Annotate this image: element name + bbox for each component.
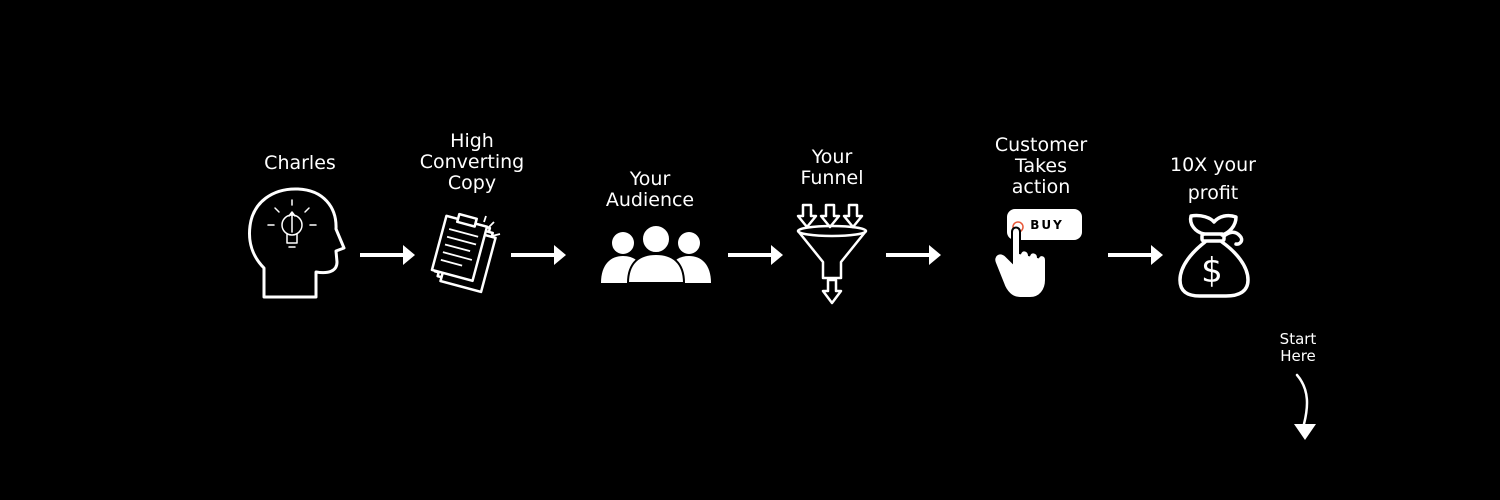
arrow-right-icon <box>728 245 783 265</box>
step-label-copy: High Converting Copy <box>419 130 525 194</box>
step-label-profit: 10X your profit <box>1170 154 1256 204</box>
head-lightbulb-icon <box>248 187 346 299</box>
hand-buy-icon: BUY <box>993 209 1082 299</box>
dollar-sign-text: $ <box>1201 251 1223 291</box>
arrow-right-icon <box>886 245 941 265</box>
arrow-right-icon <box>360 245 415 265</box>
documents-icon <box>430 212 501 294</box>
arrow-right-icon <box>1108 245 1163 265</box>
funnel-icon <box>796 203 868 305</box>
step-label-audience: Your Audience <box>605 168 695 211</box>
step-label-customer: Customer Takes action <box>994 134 1088 198</box>
step-label-charles: Charles <box>264 152 336 174</box>
step-label-funnel: Your Funnel <box>800 146 864 189</box>
people-icon <box>601 224 711 284</box>
curved-down-arrow-icon <box>1294 373 1316 440</box>
buy-button-text: BUY <box>1030 218 1064 232</box>
money-bag-icon: $ <box>1178 213 1250 298</box>
start-here-label: Start Here <box>1279 330 1317 365</box>
arrow-right-icon <box>511 245 566 265</box>
